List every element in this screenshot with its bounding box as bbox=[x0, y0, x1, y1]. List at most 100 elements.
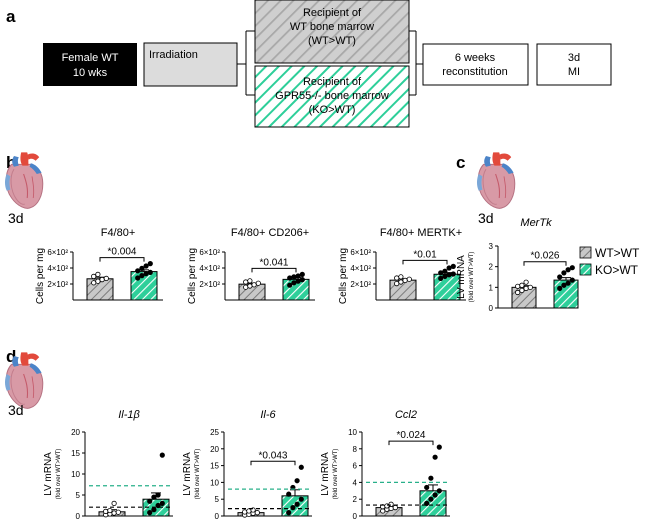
chart-title: F4/80+ MERTK+ bbox=[380, 227, 462, 239]
y-axis-sublabel: (fold over WT>WT) bbox=[333, 449, 339, 500]
y-axis-label: LV mRNA bbox=[456, 255, 467, 299]
panel-label-d: d bbox=[6, 347, 16, 366]
p-value-label: *0.004 bbox=[108, 247, 137, 258]
data-point bbox=[103, 275, 109, 281]
chart-title: F4/80+ CD206+ bbox=[231, 227, 309, 239]
timepoint-label-c: 3d bbox=[478, 210, 494, 226]
data-point bbox=[286, 491, 292, 497]
y-tick-label: 6 bbox=[353, 462, 358, 471]
y-tick-label: 0 bbox=[76, 512, 81, 519]
y-tick-label: 4×10² bbox=[47, 264, 68, 273]
p-value-label: *0.026 bbox=[531, 251, 560, 262]
data-point bbox=[107, 507, 113, 514]
data-point bbox=[155, 492, 161, 498]
chart-title: MerTk bbox=[520, 217, 552, 229]
data-point bbox=[247, 278, 253, 284]
data-point bbox=[91, 280, 97, 286]
y-tick-label: 20 bbox=[71, 428, 80, 437]
data-point bbox=[428, 496, 434, 502]
data-point bbox=[398, 279, 404, 285]
data-point bbox=[519, 282, 525, 288]
experiment-schema: Female WT 10 wks Irradiation Recipient o… bbox=[43, 0, 612, 128]
data-point bbox=[151, 507, 157, 513]
data-point bbox=[147, 510, 153, 516]
data-point bbox=[159, 500, 165, 506]
data-point bbox=[446, 265, 452, 271]
data-point bbox=[143, 270, 149, 277]
y-tick-label: 4×10² bbox=[199, 264, 220, 273]
panel-label-a: a bbox=[6, 7, 16, 26]
data-point bbox=[298, 496, 304, 502]
data-point bbox=[380, 508, 386, 514]
y-tick-label: 2 bbox=[489, 263, 494, 272]
data-point bbox=[515, 289, 521, 296]
data-point bbox=[527, 284, 533, 290]
data-point bbox=[295, 273, 301, 279]
data-point bbox=[438, 275, 444, 281]
data-point bbox=[299, 271, 305, 277]
data-point bbox=[523, 279, 529, 285]
y-tick-label: 4×10² bbox=[350, 264, 371, 273]
data-point bbox=[428, 475, 434, 481]
data-point bbox=[402, 277, 408, 283]
data-point bbox=[557, 285, 563, 291]
y-axis-label: LV mRNA bbox=[43, 452, 54, 496]
heart-icon bbox=[476, 151, 516, 209]
data-point bbox=[388, 501, 394, 507]
data-point bbox=[450, 271, 456, 277]
data-point bbox=[406, 276, 412, 282]
legend-label-wt: WT>WT bbox=[595, 246, 640, 260]
data-point bbox=[446, 272, 452, 278]
irradiation-box bbox=[143, 42, 238, 87]
significance-bracket bbox=[250, 460, 296, 466]
data-point bbox=[565, 267, 571, 273]
data-point bbox=[91, 273, 97, 279]
data-point bbox=[246, 508, 252, 514]
y-tick-label: 5 bbox=[215, 495, 220, 504]
data-point bbox=[557, 274, 563, 280]
ko-recipient-box bbox=[254, 65, 410, 128]
y-axis-label: Cells per mg bbox=[35, 248, 46, 304]
data-point bbox=[442, 273, 448, 279]
wt-recipient-line1: Recipient of bbox=[303, 7, 362, 19]
irradiation-label: Irradiation bbox=[149, 49, 198, 61]
data-point bbox=[384, 503, 390, 509]
y-tick-label: 10 bbox=[210, 478, 219, 487]
p-value-label: *0.043 bbox=[259, 450, 288, 461]
data-point bbox=[242, 509, 248, 515]
y-tick-label: 0 bbox=[215, 512, 220, 519]
legend-label-ko: KO>WT bbox=[595, 263, 639, 277]
y-tick-label: 2×10² bbox=[47, 280, 68, 289]
female-wt-line2: 10 wks bbox=[73, 67, 108, 79]
y-tick-label: 2×10² bbox=[199, 280, 220, 289]
p-value-label: *0.041 bbox=[260, 257, 289, 268]
data-point bbox=[294, 478, 300, 484]
data-point bbox=[139, 265, 145, 271]
wt-recipient-line2: WT bone marrow bbox=[290, 21, 374, 33]
chart-title: Il-6 bbox=[260, 409, 276, 421]
legend-swatch-ko bbox=[579, 263, 592, 276]
data-point bbox=[255, 280, 261, 286]
ko-recipient-line3: (KO>WT) bbox=[309, 104, 356, 116]
panel-label-c: c bbox=[456, 153, 465, 172]
data-point bbox=[139, 272, 145, 279]
data-point bbox=[95, 278, 101, 284]
data-point bbox=[251, 282, 257, 288]
y-axis-label: Cells per mg bbox=[187, 248, 198, 304]
data-point bbox=[298, 464, 304, 470]
data-point bbox=[299, 276, 305, 283]
p-value-label: *0.01 bbox=[413, 249, 437, 260]
data-point bbox=[95, 271, 101, 277]
mi-box bbox=[536, 43, 612, 86]
data-point bbox=[103, 508, 109, 514]
y-tick-label: 2 bbox=[353, 495, 358, 504]
chart-title: Ccl2 bbox=[395, 409, 417, 421]
data-point bbox=[291, 280, 297, 286]
data-point bbox=[143, 263, 149, 269]
y-axis-sublabel: (fold over WT>WT) bbox=[56, 449, 62, 500]
data-point bbox=[424, 484, 430, 491]
